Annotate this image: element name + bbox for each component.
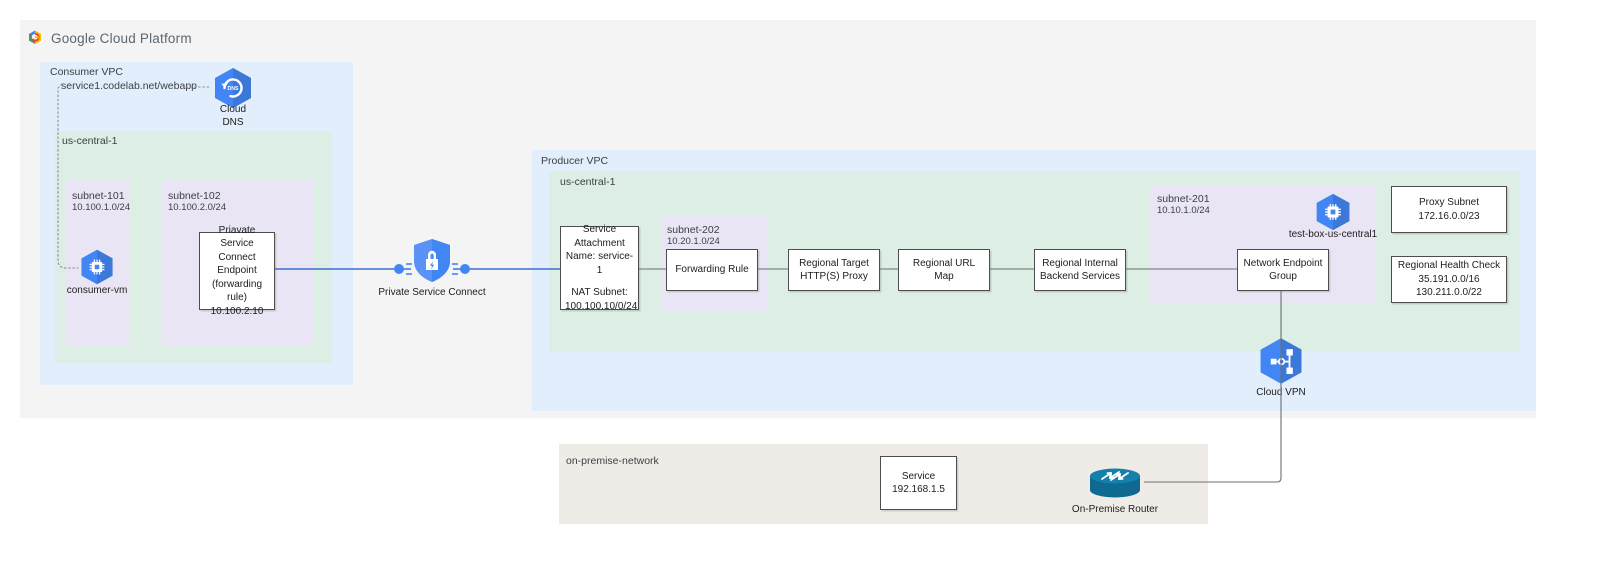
svg-text:DNS: DNS	[228, 86, 239, 92]
service-attachment-line4: NAT Subnet:	[571, 287, 628, 298]
service-attachment-line5: 100.100.10/0/24	[565, 300, 638, 312]
consumer-region-label: us-central-1	[62, 135, 118, 147]
compute-vm-icon	[78, 248, 116, 286]
cloud-dns-label-line2: DNS	[222, 117, 244, 128]
dns-record-label: service1.codelab.net/webapp	[61, 80, 198, 92]
on-premise-network-label: on-premise-network	[566, 455, 659, 467]
service-attachment-node[interactable]: Service Attachment Name: service-1 NAT S…	[560, 224, 639, 312]
proxy-subnet-node[interactable]: Proxy Subnet 172.16.0.0/23	[1391, 186, 1507, 233]
proxy-subnet-line1: Proxy Subnet	[1418, 197, 1480, 208]
psc-endpoint-line2: Connect Endpoint	[217, 251, 257, 277]
on-premise-service-line2: 192.168.1.5	[892, 484, 945, 495]
brand-title: Google Cloud Platform	[51, 30, 192, 46]
regional-target-proxy-line1: Regional Target	[799, 257, 869, 269]
neg-line1: Network Endpoint	[1243, 257, 1323, 269]
subnet-202-cidr: 10.20.1.0/24	[667, 236, 720, 247]
regional-backend-line2: Backend Services	[1039, 271, 1121, 282]
subnet-101-name: subnet-101	[72, 190, 125, 202]
on-premise-router-caption: On-Premise Router	[1071, 504, 1159, 515]
psc-caption: Private Service Connect	[378, 287, 486, 298]
health-check-line3: 130.211.0.0/22	[1416, 287, 1482, 299]
cloud-dns-icon: DNS	[211, 66, 255, 110]
service-attachment-line3: Name: service-1	[565, 251, 634, 276]
neg-line2: Group	[1269, 271, 1297, 282]
cloud-vpn-caption: Cloud VPN	[1256, 387, 1306, 398]
producer-vpc-label: Producer VPC	[541, 155, 609, 167]
regional-backend-line1: Regional Internal	[1042, 257, 1118, 269]
forwarding-rule-node[interactable]: Forwarding Rule	[666, 249, 758, 291]
subnet-102-cidr: 10.100.2.0/24	[168, 202, 227, 213]
subnet-201-cidr: 10.10.1.0/24	[1157, 205, 1210, 216]
cloud-dns-caption: Cloud DNS	[193, 103, 273, 129]
health-check-line2: 35.191.0.0/16	[1418, 273, 1480, 285]
health-check-line1: Regional Health Check	[1397, 260, 1501, 272]
router-icon	[1086, 464, 1144, 500]
private-service-connect-endpoint-node[interactable]: Priavate Service Connect Endpoint (forwa…	[199, 225, 275, 317]
subnet-101-cidr: 10.100.1.0/24	[72, 202, 131, 213]
psc-shield-lock-icon	[411, 238, 453, 284]
consumer-vm-caption: consumer-vm	[66, 285, 128, 296]
test-box-caption: test-box-us-central1	[1288, 229, 1378, 240]
cloud-vpn-icon	[1256, 336, 1306, 386]
regional-target-proxy-node[interactable]: Regional Target HTTP(S) Proxy	[788, 249, 880, 291]
producer-region-label: us-central-1	[560, 176, 616, 188]
consumer-vpc-label: Consumer VPC	[50, 66, 123, 78]
on-premise-service-node[interactable]: Service 192.168.1.5	[880, 456, 957, 510]
google-cloud-logo-icon	[26, 29, 44, 47]
regional-url-map-node[interactable]: Regional URL Map	[898, 249, 990, 291]
service-attachment-line2: Attachment	[574, 237, 625, 249]
psc-endpoint-line3: (forwarding rule)	[211, 278, 263, 304]
service-attachment-line1: Service	[582, 224, 617, 235]
subnet-102-name: subnet-102	[168, 190, 221, 202]
forwarding-rule-label: Forwarding Rule	[675, 264, 749, 276]
on-premise-service-line1: Service	[901, 470, 936, 482]
regional-health-check-node[interactable]: Regional Health Check 35.191.0.0/16 130.…	[1391, 256, 1507, 303]
network-endpoint-group-node[interactable]: Network Endpoint Group	[1237, 249, 1329, 291]
psc-endpoint-line1: Priavate Service	[218, 224, 256, 250]
cloud-dns-label-line1: Cloud	[219, 104, 247, 115]
regional-backend-services-node[interactable]: Regional Internal Backend Services	[1034, 249, 1126, 291]
brand-header: Google Cloud Platform	[26, 26, 346, 50]
regional-target-proxy-line2: HTTP(S) Proxy	[800, 271, 868, 282]
psc-endpoint-line4: 10.100.2.10	[210, 305, 264, 317]
regional-url-map-line1: Regional URL Map	[912, 257, 976, 283]
proxy-subnet-line2: 172.16.0.0/23	[1418, 210, 1480, 222]
compute-vm-icon	[1313, 192, 1353, 232]
subnet-202-name: subnet-202	[667, 224, 720, 236]
subnet-201-name: subnet-201	[1157, 193, 1210, 205]
